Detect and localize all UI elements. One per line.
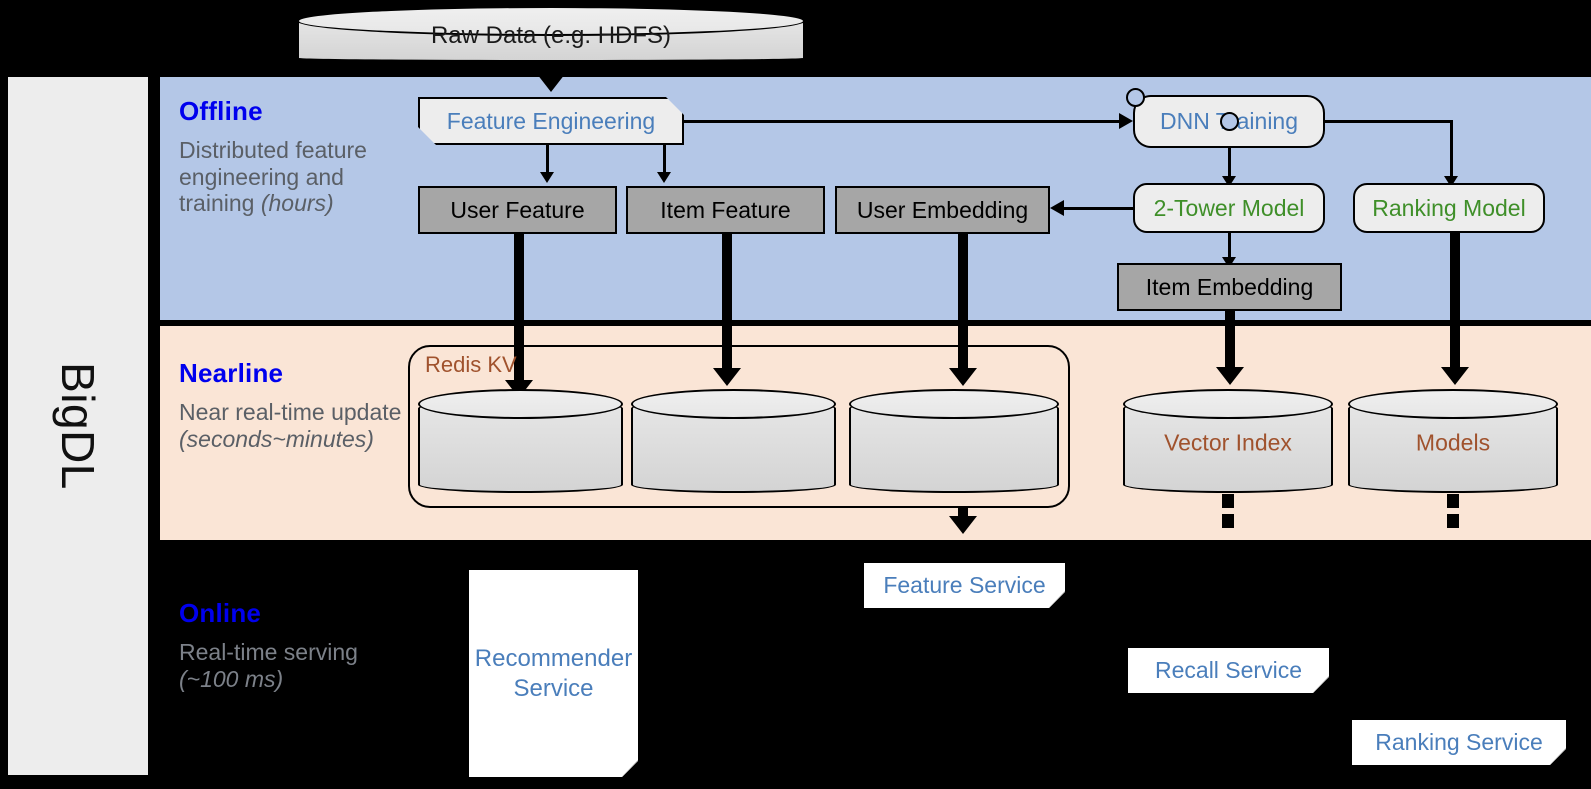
item-feature-node[interactable]: Item Feature (626, 186, 825, 234)
pipe-itemfeature-to-store (722, 234, 732, 374)
online-subtitle-main: Real-time serving (179, 639, 358, 665)
connector-2tower-userembedding (1063, 207, 1135, 210)
recommender-service-line1: Recommender (474, 645, 633, 673)
arrowhead-userembedding-store (949, 368, 977, 386)
arrowhead-2tower-itemembedding (1222, 257, 1236, 268)
recall-service-node[interactable]: Recall Service (1128, 648, 1329, 693)
bigdl-platform-rail: BigDL (8, 77, 148, 775)
recommender-service-node[interactable]: Recommender Service (469, 570, 638, 777)
item-embedding-node[interactable]: Item Embedding (1117, 263, 1342, 311)
user-embedding-label: User Embedding (856, 196, 1029, 223)
arrowhead-rankingmodel-models (1441, 367, 1469, 385)
user-feature-store[interactable] (418, 389, 623, 493)
pipe-models-ranking-seg1 (1447, 494, 1459, 508)
redis-kv-group (408, 345, 1070, 508)
raw-data-store: Raw Data (e.g. HDFS) (297, 6, 805, 62)
online-title: Online (179, 598, 262, 628)
bigdl-label: BigDL (51, 362, 104, 490)
feature-service-label: Feature Service (883, 572, 1046, 599)
ranking-model-node[interactable]: Ranking Model (1353, 183, 1545, 233)
online-subtitle: Real-time serving (~100 ms) (179, 639, 409, 692)
item-embedding-label: Item Embedding (1145, 273, 1314, 300)
ranking-service-node[interactable]: Ranking Service (1352, 720, 1566, 765)
pipe-rankingmodel-to-models (1450, 233, 1460, 373)
connector-fe-itemfeature (663, 145, 666, 173)
redis-kv-label: Redis KV (425, 352, 517, 377)
cylinder-top (418, 389, 623, 419)
offline-title: Offline (179, 96, 263, 126)
arrowhead-itemembedding-vectorindex (1216, 367, 1244, 385)
online-band-text: Online Real-time serving (~100 ms) (179, 598, 409, 692)
arrowhead-dnn-ranking (1444, 176, 1458, 187)
offline-subtitle: Distributed feature engineering and trai… (179, 137, 409, 217)
pipe-vectorindex-recall-seg2 (1222, 514, 1234, 528)
connector-dnn-2tower (1228, 148, 1231, 178)
nearline-title: Nearline (179, 358, 284, 388)
nearline-band-text: Nearline Near real-time update (seconds~… (179, 358, 419, 452)
dnn-training-label: DNN Training (1159, 108, 1299, 134)
pipe-userembedding-to-store (958, 234, 968, 374)
offline-subtitle-duration: (hours) (260, 190, 334, 217)
arrowhead-fe-itemfeature (657, 172, 671, 183)
item-feature-store[interactable] (631, 389, 836, 493)
connector-fe-userfeature (546, 145, 549, 173)
arrowhead-rawdata-fe (537, 74, 565, 92)
arrowhead-redis-featureservice (949, 516, 977, 534)
pipe-vectorindex-recall-seg1 (1222, 494, 1234, 508)
feature-engineering-label: Feature Engineering (446, 107, 656, 134)
connector-2tower-itemembedding (1228, 233, 1231, 259)
recommender-service-line2: Service (513, 674, 594, 702)
models-store[interactable]: Models (1348, 389, 1558, 493)
user-embedding-store[interactable] (849, 389, 1059, 493)
nearline-subtitle-latency: (seconds~minutes) (179, 425, 374, 452)
user-feature-label: User Feature (450, 196, 585, 223)
raw-data-label: Raw Data (e.g. HDFS) (430, 22, 672, 50)
user-feature-node[interactable]: User Feature (418, 186, 617, 234)
two-tower-model-label: 2-Tower Model (1153, 194, 1305, 221)
connector-dnn-ranking-h (1325, 120, 1453, 123)
two-tower-model-node[interactable]: 2-Tower Model (1133, 183, 1325, 233)
offline-subtitle-main: Distributed feature engineering and trai… (179, 137, 367, 217)
arrowhead-fe-userfeature (540, 172, 554, 183)
online-subtitle-latency: (~100 ms) (179, 665, 284, 692)
vector-index-store[interactable]: Vector Index (1123, 389, 1333, 493)
arrowhead-fe-dnn (1119, 113, 1133, 129)
pipe-models-ranking-seg2 (1447, 514, 1459, 528)
connector-fe-dnn (684, 120, 1119, 123)
pipe-itemembedding-to-vectorindex (1225, 311, 1235, 373)
ranking-service-label: Ranking Service (1375, 729, 1543, 756)
cylinder-top (1123, 389, 1333, 419)
arrowhead-itemfeature-store (713, 368, 741, 386)
arrowhead-dnn-2tower (1222, 176, 1236, 187)
cylinder-top (849, 389, 1059, 419)
pipe-userfeature-to-store (514, 234, 524, 386)
cylinder-top (631, 389, 836, 419)
offline-band-text: Offline Distributed feature engineering … (179, 96, 409, 217)
item-feature-label: Item Feature (660, 196, 791, 223)
user-embedding-node[interactable]: User Embedding (835, 186, 1050, 234)
cylinder-top (297, 6, 805, 36)
models-label: Models (1415, 429, 1491, 456)
nearline-subtitle: Near real-time update (seconds~minutes) (179, 399, 419, 452)
recommender-service-label: Recommender Service (475, 644, 632, 703)
dnn-training-node[interactable]: DNN Training (1126, 88, 1325, 148)
feature-service-node[interactable]: Feature Service (864, 563, 1065, 608)
recall-service-label: Recall Service (1155, 657, 1302, 684)
arrowhead-2tower-userembedding (1050, 200, 1064, 216)
connector-dnn-ranking-v (1450, 120, 1453, 178)
connector-rawdata-fe (546, 62, 556, 80)
pipe-redis-featureservice (958, 508, 968, 518)
feature-engineering-node[interactable]: Feature Engineering (418, 97, 684, 145)
ranking-model-label: Ranking Model (1372, 194, 1526, 221)
vector-index-label: Vector Index (1164, 429, 1292, 456)
nearline-subtitle-main: Near real-time update (179, 399, 402, 425)
cylinder-top (1348, 389, 1558, 419)
